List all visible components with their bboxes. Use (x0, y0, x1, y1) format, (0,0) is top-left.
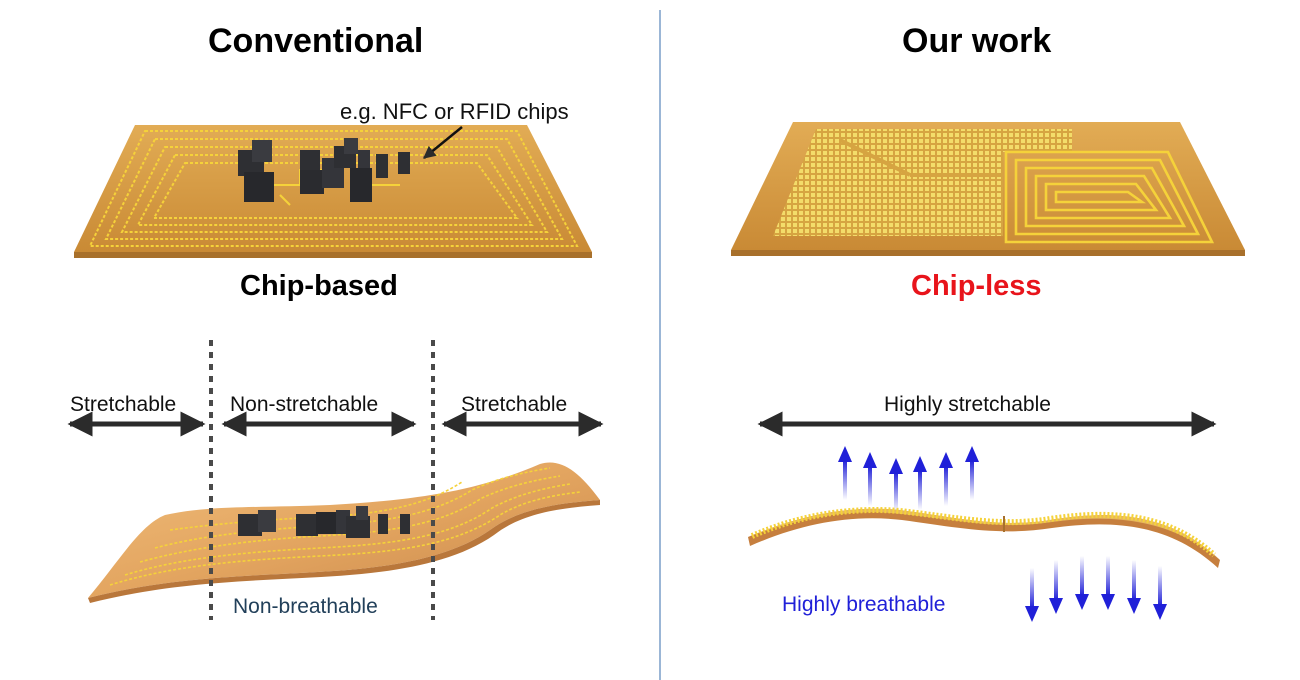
breath-down-arrow (1127, 560, 1141, 614)
breath-up-arrow (838, 446, 852, 500)
breath-up-arrow (913, 456, 927, 510)
breath-up-arrow (889, 458, 903, 512)
spiral-coil (1004, 150, 1215, 244)
breath-down-arrow (1049, 560, 1063, 614)
chip-annotation-label: e.g. NFC or RFID chips (340, 99, 569, 124)
chip-based-label: Chip-based (240, 270, 398, 302)
breath-up-arrow (939, 452, 953, 506)
breath-down-arrow (1101, 556, 1115, 610)
highly-breathable-label: Highly breathable (782, 593, 946, 616)
stretchable-left-label: Stretchable (70, 393, 177, 416)
stretchable-right-label: Stretchable (461, 393, 568, 416)
flexible-chip-cluster (238, 506, 410, 538)
non-breathable-label: Non-breathable (233, 595, 378, 618)
breath-up-arrow (965, 446, 979, 500)
breath-down-arrow (1025, 568, 1039, 622)
conventional-title: Conventional (208, 22, 424, 60)
breath-down-arrow (1075, 556, 1089, 610)
chip-based-substrate (74, 125, 592, 258)
breath-down-arrow (1153, 566, 1167, 620)
breath-up-arrow (863, 452, 877, 506)
breath-down-arrows (1025, 556, 1167, 622)
chip-less-substrate (731, 122, 1245, 256)
chip-less-label: Chip-less (911, 270, 1042, 302)
non-stretchable-label: Non-stretchable (230, 393, 379, 416)
breath-up-arrows (838, 446, 979, 512)
highly-stretchable-label: Highly stretchable (884, 393, 1051, 416)
chip-annotation-arrow (423, 126, 463, 159)
stretchable-chip-less-film (748, 507, 1220, 568)
our-work-title: Our work (902, 22, 1052, 60)
ic-chip-cluster (238, 138, 410, 202)
